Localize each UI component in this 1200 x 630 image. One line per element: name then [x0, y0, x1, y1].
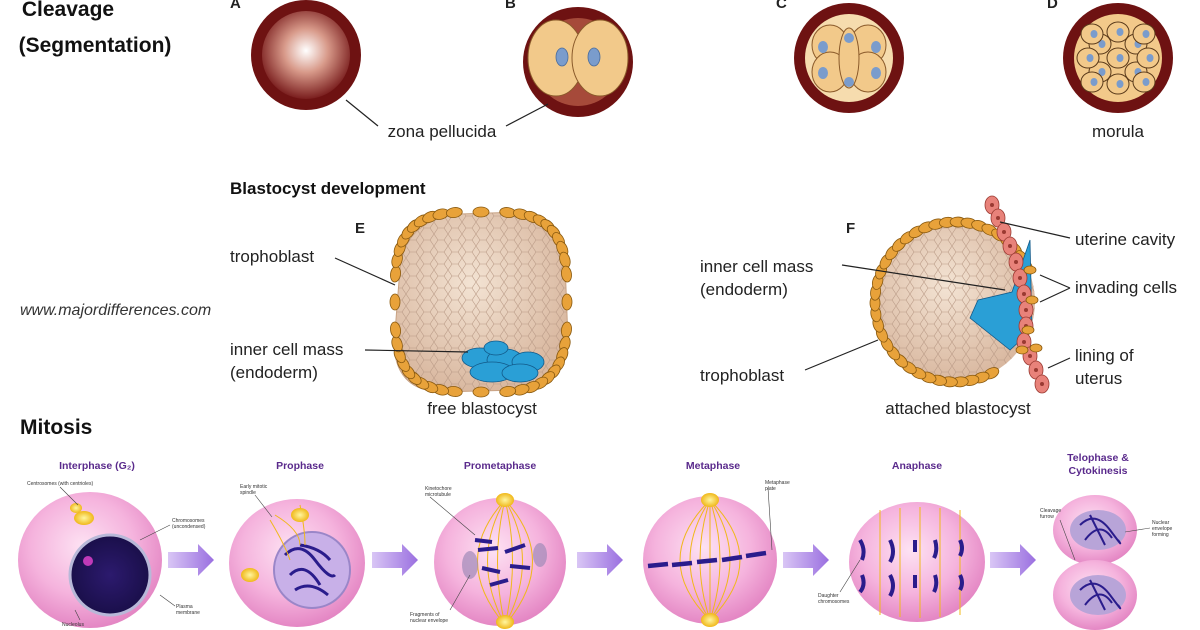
- phase-arrow-1: [168, 544, 214, 576]
- uterine-cavity-label: uterine cavity: [1075, 230, 1176, 249]
- phase-label-prometaphase: Prometaphase: [464, 460, 537, 472]
- lining-leader: [1047, 357, 1071, 369]
- phase-label-prophase: Prophase: [276, 460, 324, 472]
- letter-e: E: [355, 220, 365, 237]
- phase-label-metaphase: Metaphase: [686, 460, 740, 472]
- cleavage-subtitle: (Segmentation): [19, 34, 172, 57]
- trophoblast-label-f: trophoblast: [700, 366, 784, 385]
- annot-chromosomes-1: Chromosomes: [172, 518, 205, 524]
- uterine-cavity-leader: [999, 221, 1071, 239]
- trophoblast-leader-f: [804, 339, 879, 371]
- mitosis-section: Mitosis Interphase (G₂) Prophase Prometa…: [18, 416, 1173, 630]
- icm-label-f-line1: inner cell mass: [700, 257, 813, 276]
- four-cell-stage-c: [794, 3, 904, 113]
- cleavage-section: Cleavage (Segmentation) A B C D: [19, 0, 1173, 141]
- annot-nuclear-env-2: envelope: [1152, 526, 1173, 532]
- phase-arrow-3: [577, 544, 623, 576]
- phase-arrow-4: [783, 544, 829, 576]
- annot-plasma-2: membrane: [176, 610, 200, 616]
- stage-letter-c: C: [776, 0, 787, 12]
- annot-metaphase-plate-2: plate: [765, 486, 776, 492]
- zygote-cell-a: [251, 0, 361, 110]
- annot-cleavage-furrow-1: Cleavage: [1040, 508, 1061, 514]
- blastocyst-section: Blastocyst development E trophoblast inn…: [230, 179, 1177, 418]
- icm-label-f-line2: (endoderm): [700, 280, 788, 299]
- free-blastocyst: [389, 206, 573, 398]
- prometaphase-cell: [429, 493, 566, 629]
- zona-leader-a: [345, 99, 379, 127]
- mitosis-title: Mitosis: [20, 416, 92, 439]
- annot-kinetochore-1: Kinetochore: [425, 486, 452, 492]
- phase-label-interphase: Interphase (G₂): [59, 460, 135, 472]
- morula-label: morula: [1092, 122, 1145, 141]
- annot-plasma-1: Plasma: [176, 604, 193, 610]
- annot-fragments-1: Fragments of: [410, 612, 440, 618]
- morula-stage-d: [1063, 3, 1173, 113]
- interphase-cell: [18, 486, 176, 628]
- annot-nuclear-env-1: Nuclear: [1152, 520, 1170, 526]
- phase-label-telophase: Telophase &: [1067, 452, 1129, 464]
- two-cell-stage-b: [523, 7, 633, 117]
- icm-leader-f: [841, 264, 1006, 291]
- annot-chromosomes-2: (uncondensed): [172, 524, 206, 530]
- free-blastocyst-caption: free blastocyst: [427, 399, 537, 418]
- annot-daughter-1: Daughter: [818, 593, 839, 599]
- cleavage-title: Cleavage: [22, 0, 114, 21]
- invading-cells-leader: [1039, 274, 1071, 303]
- attached-blastocyst: [869, 195, 1050, 394]
- trophoblast-leader-e: [334, 257, 396, 286]
- annot-centrosomes: Centrosomes (with centrioles): [27, 481, 93, 487]
- annot-kinetochore-2: microtubule: [425, 492, 451, 498]
- phase-arrow-2: [372, 544, 418, 576]
- telophase-cell: [1053, 495, 1151, 630]
- phase-label-anaphase: Anaphase: [892, 460, 942, 472]
- stage-letter-a: A: [230, 0, 241, 12]
- stage-letter-b: B: [505, 0, 516, 12]
- annot-fragments-2: nuclear envelope: [410, 618, 448, 624]
- letter-f: F: [846, 220, 855, 237]
- inner-cell-mass-e: [461, 340, 545, 383]
- annot-nucleolus: Nucleolus: [62, 622, 84, 628]
- lining-label-line1: lining of: [1075, 346, 1134, 365]
- annot-nuclear-env-3: forming: [1152, 532, 1169, 538]
- phase-label-cytokinesis: Cytokinesis: [1069, 465, 1128, 477]
- blastocyst-title: Blastocyst development: [230, 179, 426, 198]
- trophoblast-label-e: trophoblast: [230, 247, 314, 266]
- invading-cells-label: invading cells: [1075, 278, 1177, 297]
- prophase-cell: [229, 494, 365, 627]
- lining-label-line2: uterus: [1075, 369, 1122, 388]
- watermark-text: www.majordifferences.com: [20, 302, 211, 319]
- anaphase-cell: [839, 502, 985, 622]
- attached-blastocyst-caption: attached blastocyst: [885, 399, 1031, 418]
- annot-cleavage-furrow-2: furrow: [1040, 514, 1054, 520]
- zona-leader-b: [505, 103, 549, 127]
- zona-pellucida-label: zona pellucida: [388, 122, 497, 141]
- icm-label-e-line1: inner cell mass: [230, 340, 343, 359]
- icm-leader-e: [364, 349, 469, 353]
- annot-daughter-2: chromosomes: [818, 599, 850, 605]
- icm-label-e-line2: (endoderm): [230, 363, 318, 382]
- phase-arrow-5: [990, 544, 1036, 576]
- annot-metaphase-plate-1: Metaphase: [765, 480, 790, 486]
- stage-letter-d: D: [1047, 0, 1058, 12]
- annot-early-spindle-2: spindle: [240, 490, 256, 496]
- metaphase-cell: [643, 487, 777, 627]
- annot-early-spindle-1: Early mitotic: [240, 484, 268, 490]
- uterine-lining: [984, 195, 1050, 394]
